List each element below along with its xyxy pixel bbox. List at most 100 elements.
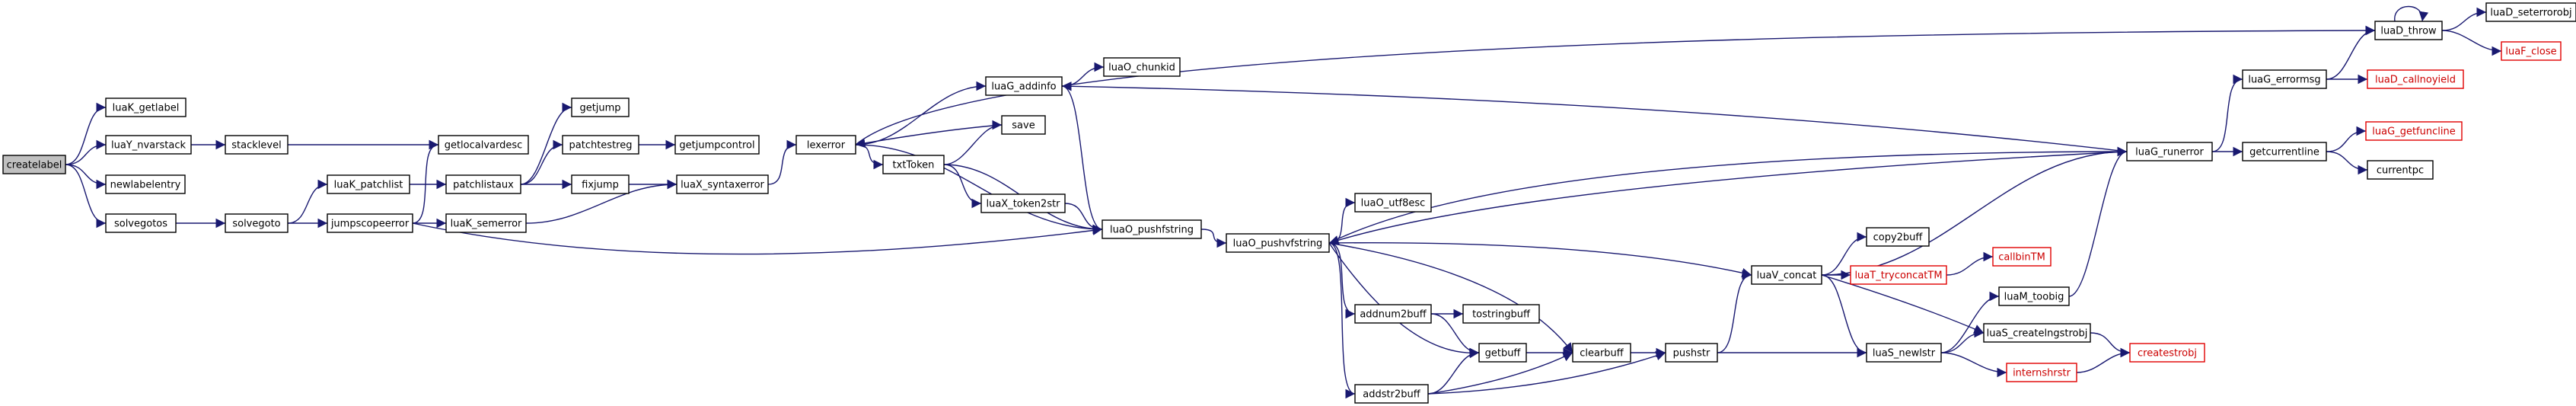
node-getlocalvardesc[interactable]: getlocalvardesc (438, 135, 529, 155)
node-internshrstr[interactable]: internshrstr (2006, 363, 2077, 382)
node-luaK_semerror[interactable]: luaK_semerror (445, 213, 527, 233)
node-label: luaS_createlngstrobj (1987, 328, 2088, 340)
node-solvegotos[interactable]: solvegotos (105, 213, 177, 233)
node-createstrobj[interactable]: createstrobj (2129, 343, 2205, 363)
node-solvegoto[interactable]: solvegoto (225, 213, 289, 233)
node-box (327, 174, 410, 194)
node-luaD_callnoyield[interactable]: luaD_callnoyield (2367, 69, 2464, 89)
node-getcurrentline[interactable]: getcurrentline (2242, 142, 2327, 161)
node-luaM_toobig[interactable]: luaM_toobig (1998, 286, 2070, 306)
node-luaS_createlngstrobj[interactable]: luaS_createlngstrobj (1983, 323, 2091, 343)
node-createlabel[interactable]: createlabel (2, 155, 66, 174)
node-luaO_pushfstring[interactable]: luaO_pushfstring (1101, 219, 1202, 239)
node-box (795, 135, 856, 155)
node-luaG_getfuncline[interactable]: luaG_getfuncline (2365, 121, 2463, 141)
edge-luaX_token2str-to-luaO_pushfstring (1064, 203, 1103, 235)
edge-luaK_semerror-to-luaX_syntaxerror (525, 179, 677, 224)
node-fixjump[interactable]: fixjump (571, 174, 630, 194)
edge-luaO_pushvfstring-to-addstr2buff (1328, 242, 1356, 399)
node-luaO_utf8esc[interactable]: luaO_utf8esc (1354, 193, 1432, 213)
node-luaG_addinfo[interactable]: luaG_addinfo (985, 76, 1063, 96)
node-label: internshrstr (2013, 368, 2071, 379)
node-box (1103, 57, 1181, 77)
node-copy2buff[interactable]: copy2buff (1866, 227, 1930, 247)
node-box (1983, 323, 2091, 343)
node-save[interactable]: save (1001, 115, 1046, 135)
node-jumpscopeerror[interactable]: jumpscopeerror (327, 213, 413, 233)
node-patchtestreg[interactable]: patchtestreg (562, 135, 639, 155)
edge-luaD_throw-to-luaD_throw (2394, 5, 2429, 22)
node-newlabelentry[interactable]: newlabelentry (105, 174, 186, 194)
edge-luaX_syntaxerror-to-lexerror (767, 139, 797, 185)
node-label: solvegotos (114, 219, 167, 230)
node-luaK_patchlist[interactable]: luaK_patchlist (327, 174, 410, 194)
node-luaG_runerror[interactable]: luaG_runerror (2126, 142, 2213, 161)
edge-luaO_pushvfstring-to-getbuff (1328, 242, 1480, 359)
node-pushstr[interactable]: pushstr (1665, 343, 1718, 363)
node-luaY_nvarstack[interactable]: luaY_nvarstack (105, 135, 192, 155)
node-box (1998, 286, 2070, 306)
node-box (674, 135, 760, 155)
node-label: createlabel (7, 160, 62, 171)
node-stacklevel[interactable]: stacklevel (225, 135, 289, 155)
node-luaX_syntaxerror[interactable]: luaX_syntaxerror (676, 174, 769, 194)
node-box (1850, 265, 1947, 285)
node-getbuff[interactable]: getbuff (1478, 343, 1527, 363)
node-luaK_getlabel[interactable]: luaK_getlabel (105, 98, 187, 117)
node-label: luaK_getlabel (113, 103, 180, 114)
node-callbinTM[interactable]: callbinTM (1992, 247, 2052, 267)
edge-save-to-lexerror (855, 124, 1003, 149)
node-patchlistaux[interactable]: patchlistaux (445, 174, 521, 194)
node-box (2006, 363, 2077, 382)
node-box (571, 174, 630, 194)
node-addstr2buff[interactable]: addstr2buff (1354, 384, 1429, 404)
node-label: solvegoto (232, 219, 280, 230)
node-label: getlocalvardesc (445, 140, 523, 152)
node-luaT_tryconcatTM[interactable]: luaT_tryconcatTM (1850, 265, 1947, 285)
node-luaV_concat[interactable]: luaV_concat (1751, 265, 1822, 285)
edge-luaT_tryconcatTM-to-callbinTM (1946, 251, 1994, 276)
edge-luaG_runerror-to-luaG_errormsg (2211, 74, 2243, 152)
node-txtToken[interactable]: txtToken (882, 155, 945, 174)
node-addnum2buff[interactable]: addnum2buff (1354, 304, 1432, 324)
node-luaX_token2str[interactable]: luaX_token2str (980, 193, 1066, 213)
node-getjumpcontrol[interactable]: getjumpcontrol (674, 135, 760, 155)
edge-pushstr-to-luaV_concat (1717, 270, 1752, 353)
edge-luaO_pushvfstring-to-addnum2buff (1328, 242, 1356, 319)
edge-luaD_throw-to-luaD_seterrorobj (2441, 7, 2487, 31)
node-label: luaG_addinfo (991, 82, 1056, 93)
node-luaF_close[interactable]: luaF_close (2501, 41, 2562, 61)
node-luaO_pushvfstring[interactable]: luaO_pushvfstring (1226, 233, 1330, 253)
node-label: luaK_semerror (451, 219, 522, 230)
node-label: luaD_callnoyield (2375, 75, 2456, 86)
node-label: luaS_newlstr (1873, 348, 1936, 360)
node-box (2129, 343, 2205, 363)
node-box (105, 213, 177, 233)
node-label: luaO_pushvfstring (1233, 238, 1323, 250)
node-label: luaK_patchlist (334, 180, 403, 191)
node-box (571, 98, 630, 117)
node-luaO_chunkid[interactable]: luaO_chunkid (1103, 57, 1181, 77)
edge-luaO_pushvfstring-to-luaV_concat (1328, 241, 1752, 278)
node-currentpc[interactable]: currentpc (2367, 160, 2434, 180)
node-label: luaF_close (2505, 46, 2556, 58)
node-box (2367, 69, 2464, 89)
node-luaG_errormsg[interactable]: luaG_errormsg (2242, 69, 2327, 89)
node-luaS_newlstr[interactable]: luaS_newlstr (1866, 343, 1942, 363)
node-box (105, 174, 186, 194)
node-luaD_throw[interactable]: luaD_throw (2374, 21, 2443, 40)
node-box (1572, 343, 1631, 363)
node-label: luaY_nvarstack (111, 140, 186, 152)
node-getjump[interactable]: getjump (571, 98, 630, 117)
node-label: tostringbuff (1472, 309, 1531, 321)
edge-lexerror-to-luaD_throw (855, 25, 2376, 145)
node-box (2374, 21, 2443, 40)
node-box (438, 135, 529, 155)
node-luaD_seterrorobj[interactable]: luaD_seterrorobj (2485, 2, 2576, 22)
node-tostringbuff[interactable]: tostringbuff (1462, 304, 1540, 324)
edge-createlabel-to-luaK_getlabel (65, 102, 107, 165)
node-lexerror[interactable]: lexerror (795, 135, 856, 155)
node-box (2485, 2, 2576, 22)
node-label: fixjump (582, 180, 619, 191)
node-clearbuff[interactable]: clearbuff (1572, 343, 1631, 363)
